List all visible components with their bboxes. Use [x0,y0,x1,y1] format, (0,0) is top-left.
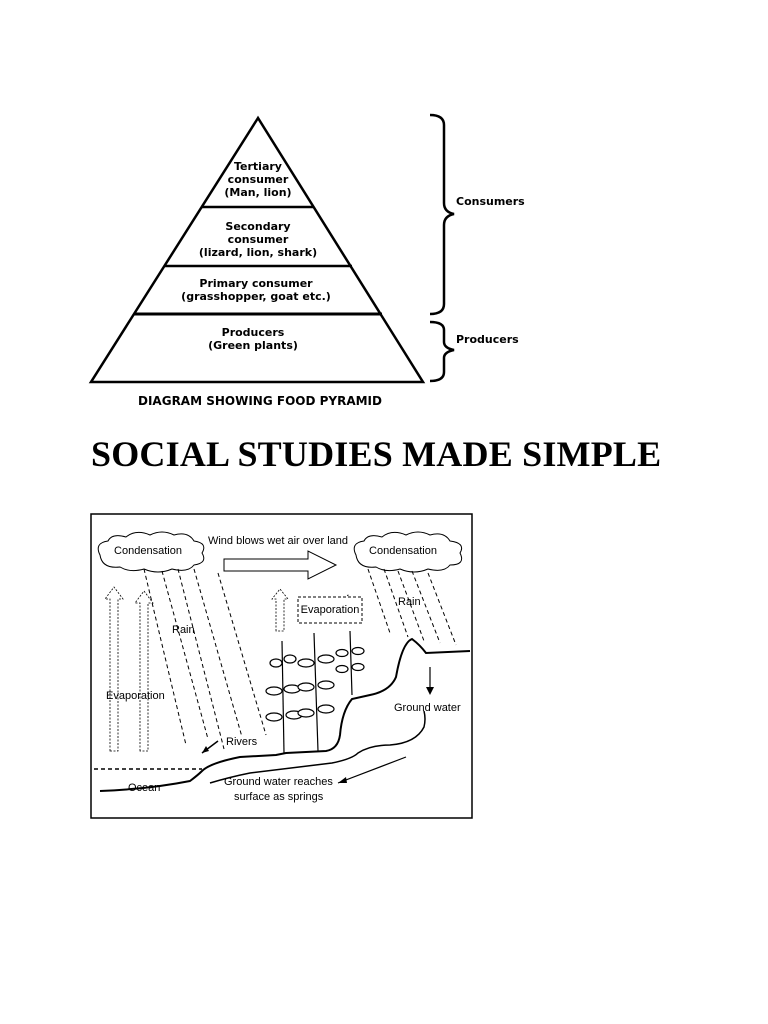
consumers-bracket [429,113,455,316]
pyramid-level-primary: Primary consumer (grasshopper, goat etc.… [181,277,331,303]
land-surface [99,637,471,792]
pyramid-level-tertiary: Tertiary consumer (Man, lion) [224,160,291,199]
evaporation-left-label: Evaporation [106,690,165,702]
pyramid-level-producers: Producers (Green plants) [208,326,298,352]
cloud-left-label: Condensation [114,545,182,557]
pyramid-level-text: Tertiary [234,160,282,173]
pyramid-level-secondary: Secondary consumer (lizard, lion, shark) [199,220,317,259]
cloud-right: Condensation [353,531,463,573]
ground-water-channel [209,710,426,784]
rain-right-label: Rain [398,596,421,608]
consumers-label: Consumers [456,195,525,208]
producers-bracket [429,320,455,383]
pyramid-level-text: (grasshopper, goat etc.) [181,290,331,303]
ground-water-label: Ground water [394,702,461,714]
rain-streaks-left [143,568,267,750]
pyramid-outline [88,115,426,384]
rain-left-label: Rain [172,624,195,636]
pyramid-level-text: (Green plants) [208,339,298,352]
wind-label: Wind blows wet air over land [208,535,348,547]
evaporation-arrows-left [104,586,154,752]
springs-label-line2: surface as springs [234,791,324,803]
pyramid-level-text: Primary consumer [199,277,313,290]
food-pyramid-diagram: Tertiary consumer (Man, lion) Secondary … [88,113,525,408]
ocean-label: Ocean [128,782,160,794]
cloud-left: Condensation [97,531,205,573]
pyramid-level-text: (lizard, lion, shark) [199,246,317,259]
evaporation-box [297,596,363,624]
wind-arrow-icon [223,550,338,580]
rain-streaks-right [367,568,457,646]
producers-label: Producers [456,333,519,346]
springs-arrow-icon [337,756,407,784]
pyramid-level-text: consumer [228,233,289,246]
pyramid-level-text: Producers [222,326,285,339]
cloud-right-label: Condensation [369,545,437,557]
water-cycle-diagram: Condensation Condensation Wind blows wet… [90,513,473,819]
pyramid-level-text: Secondary [225,220,290,233]
rivers-label: Rivers [226,736,258,748]
springs-label-line1: Ground water reaches [224,776,333,788]
pyramid-level-text: (Man, lion) [224,186,291,199]
page-heading: SOCIAL STUDIES MADE SIMPLE [91,434,662,474]
pyramid-caption: DIAGRAM SHOWING FOOD PYRAMID [138,394,382,408]
plants-icon [265,630,365,754]
pyramid-level-text: consumer [228,173,289,186]
evaporation-box-label: Evaporation [301,604,360,616]
